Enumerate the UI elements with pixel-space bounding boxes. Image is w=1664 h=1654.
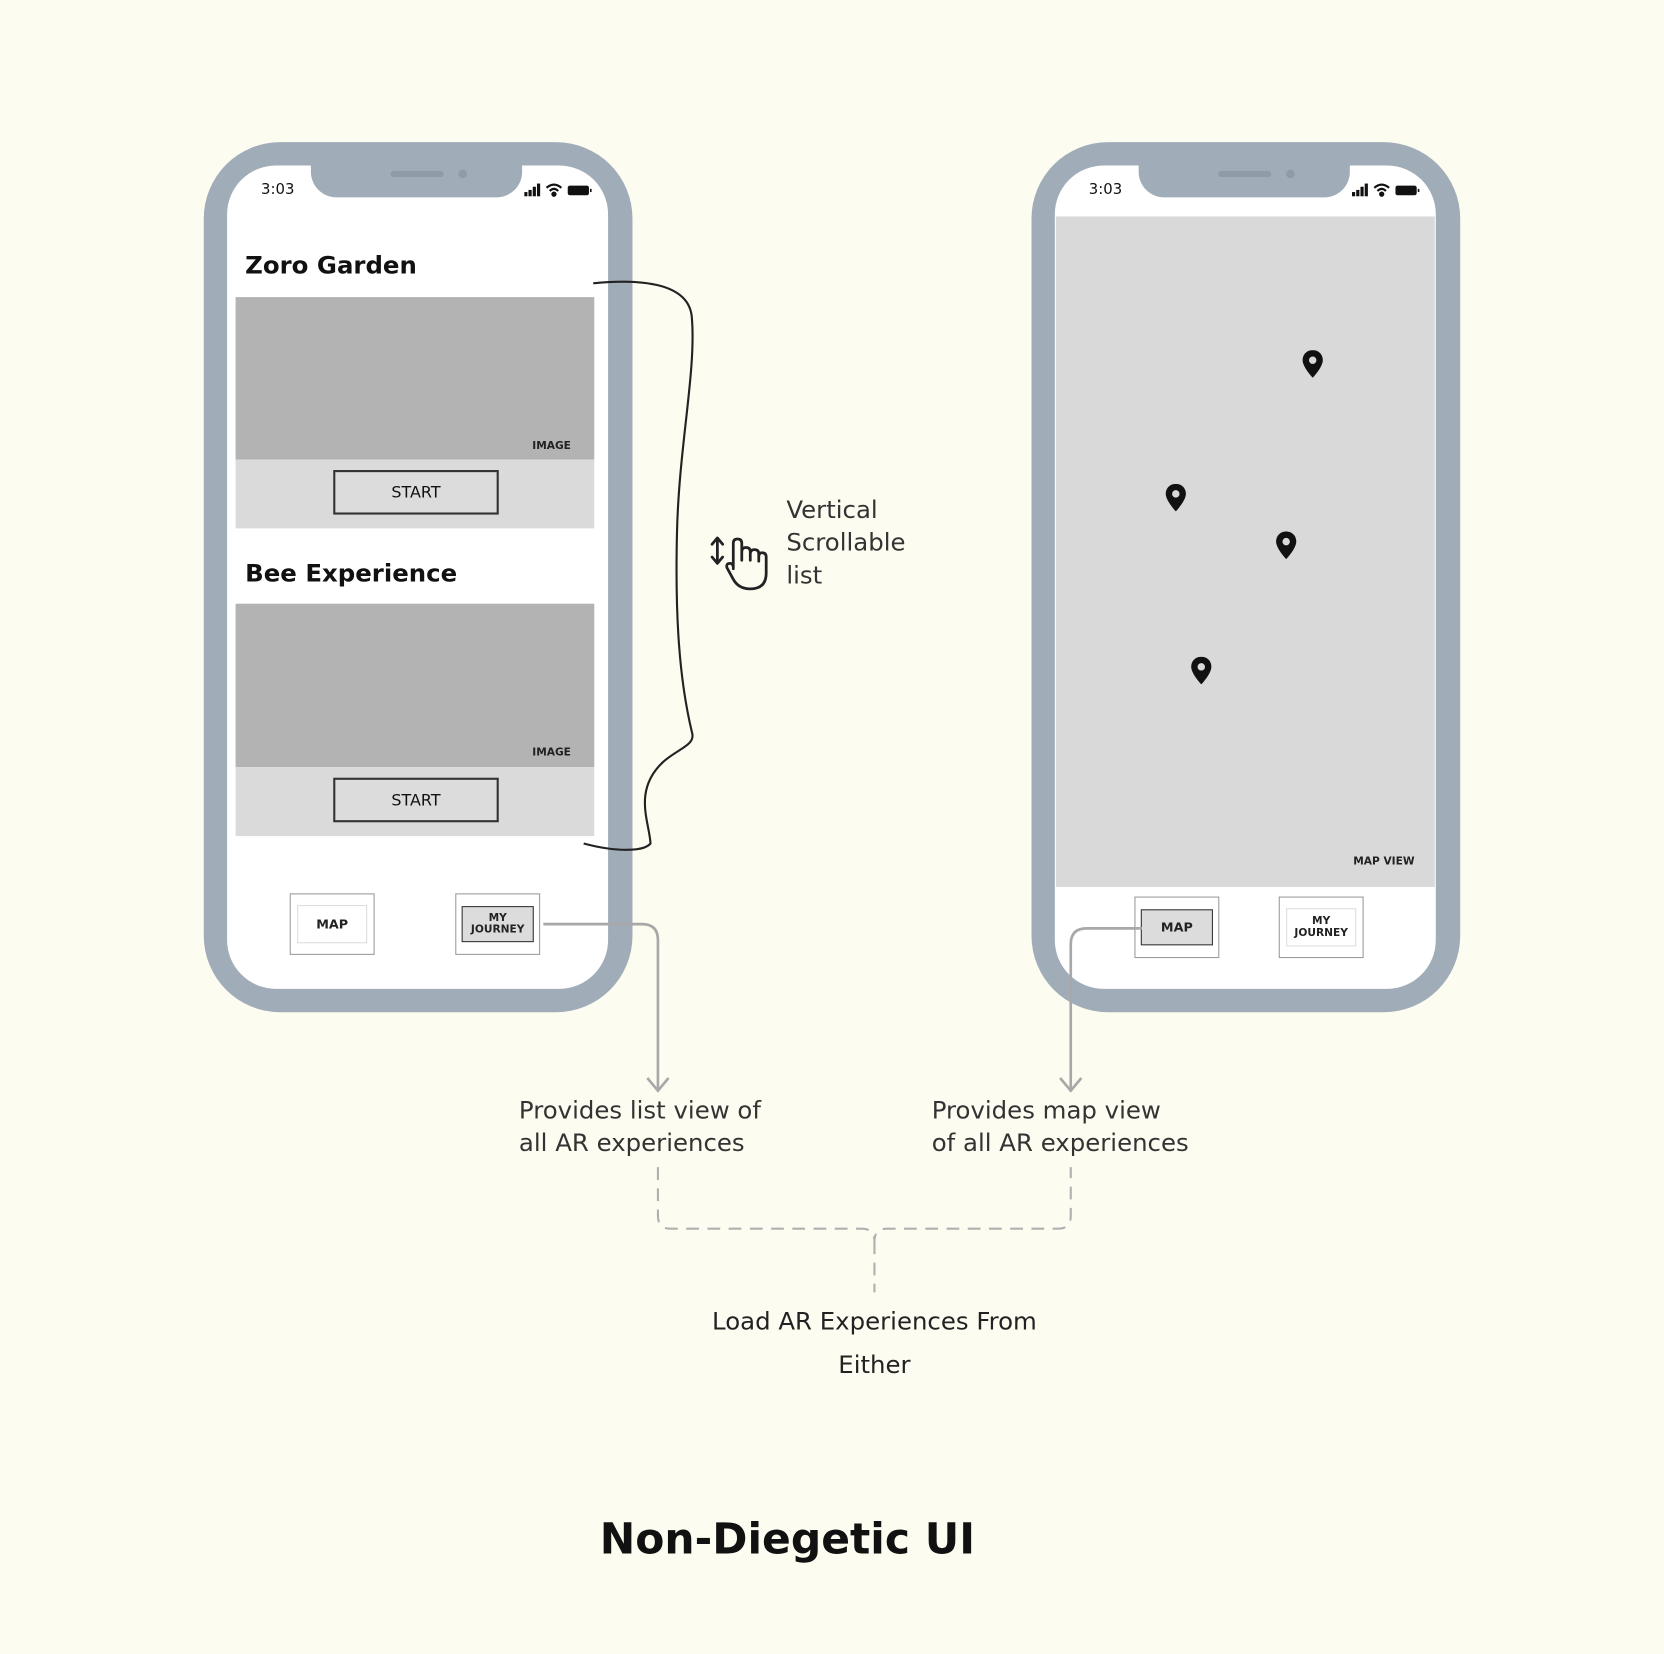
annotation-line: all AR experiences (518, 1129, 745, 1158)
phone-screen: 3:03 MAP VIEW MAP MY JOURNEY (1054, 165, 1436, 989)
status-time: 3:03 (261, 181, 295, 199)
list-arrow-line (543, 922, 660, 1090)
image-placeholder: IMAGE (235, 297, 595, 461)
map-view-annotation: Provides map view of all AR experiences (932, 1095, 1189, 1161)
annotation-line: list (786, 562, 823, 590)
my-journey-tab-label: MY JOURNEY (1286, 908, 1357, 947)
diagram-title: Non-Diegetic UI (599, 1515, 976, 1564)
annotation-line: Scrollable (786, 529, 906, 558)
map-tab-button[interactable]: MAP (1134, 896, 1220, 959)
arrowhead-icon (1059, 1077, 1083, 1093)
phone-screen: 3:03 Zoro Garden IMAGE START Bee Experie… (227, 165, 609, 989)
wifi-icon (545, 183, 563, 197)
map-view-label: MAP VIEW (1353, 856, 1415, 868)
card-title: Bee Experience (245, 560, 458, 588)
battery-icon (1395, 185, 1420, 196)
wifi-icon (1373, 183, 1390, 197)
label-line: MY (1312, 915, 1331, 928)
status-time: 3:03 (1088, 181, 1123, 199)
card-title: Zoro Garden (245, 252, 417, 281)
label-line: MY (488, 912, 507, 925)
scroll-brace (583, 280, 694, 851)
signal-icon (524, 183, 541, 197)
my-journey-tab-button[interactable]: MY JOURNEY (1278, 896, 1364, 959)
phone-notch (1138, 165, 1350, 198)
battery-icon (567, 185, 592, 196)
map-tab-label: MAP (297, 905, 368, 944)
annotation-line: Either (838, 1351, 911, 1380)
annotation-line: Provides list view of (518, 1097, 761, 1125)
card-footer: START (235, 459, 595, 529)
label-line: JOURNEY (1294, 927, 1348, 939)
status-icons (524, 183, 592, 197)
start-button[interactable]: START (333, 470, 499, 515)
map-pin-icon[interactable] (1191, 656, 1212, 685)
my-journey-tab-button[interactable]: MY JOURNEY (455, 893, 541, 955)
image-label: IMAGE (532, 746, 571, 759)
annotation-line: Provides map view (931, 1097, 1161, 1125)
start-button[interactable]: START (333, 777, 499, 823)
card-footer: START (235, 767, 595, 837)
dashed-bracket (656, 1167, 1072, 1293)
list-view-phone: 3:03 Zoro Garden IMAGE START Bee Experie… (203, 142, 633, 1013)
map-pin-icon[interactable] (1302, 350, 1323, 378)
image-placeholder: IMAGE (235, 603, 595, 768)
map-pin-icon[interactable] (1276, 531, 1297, 560)
list-view-annotation: Provides list view of all AR experiences (519, 1095, 761, 1161)
map-area[interactable]: MAP VIEW (1055, 216, 1435, 887)
map-view-phone: 3:03 MAP VIEW MAP MY JOURNEY (1031, 142, 1461, 1013)
annotation-line: Vertical (786, 496, 878, 525)
load-annotation: Load AR Experiences From Either (662, 1301, 1086, 1388)
map-tab-label: MAP (1140, 909, 1213, 946)
scroll-gesture-icon (710, 536, 768, 591)
status-icons (1351, 183, 1420, 197)
arrowhead-icon (646, 1077, 670, 1093)
annotation-line: Load AR Experiences From (712, 1308, 1037, 1336)
scroll-annotation: Vertical Scrollable list (786, 494, 905, 593)
map-pin-icon[interactable] (1165, 483, 1186, 512)
map-tab-button[interactable]: MAP (289, 893, 375, 955)
signal-icon (1351, 183, 1368, 197)
annotation-line: of all AR experiences (931, 1129, 1189, 1158)
my-journey-tab-label: MY JOURNEY (461, 906, 534, 943)
label-line: JOURNEY (470, 924, 525, 936)
map-arrow-line (1069, 927, 1142, 1090)
image-label: IMAGE (532, 440, 571, 452)
phone-notch (310, 165, 523, 198)
